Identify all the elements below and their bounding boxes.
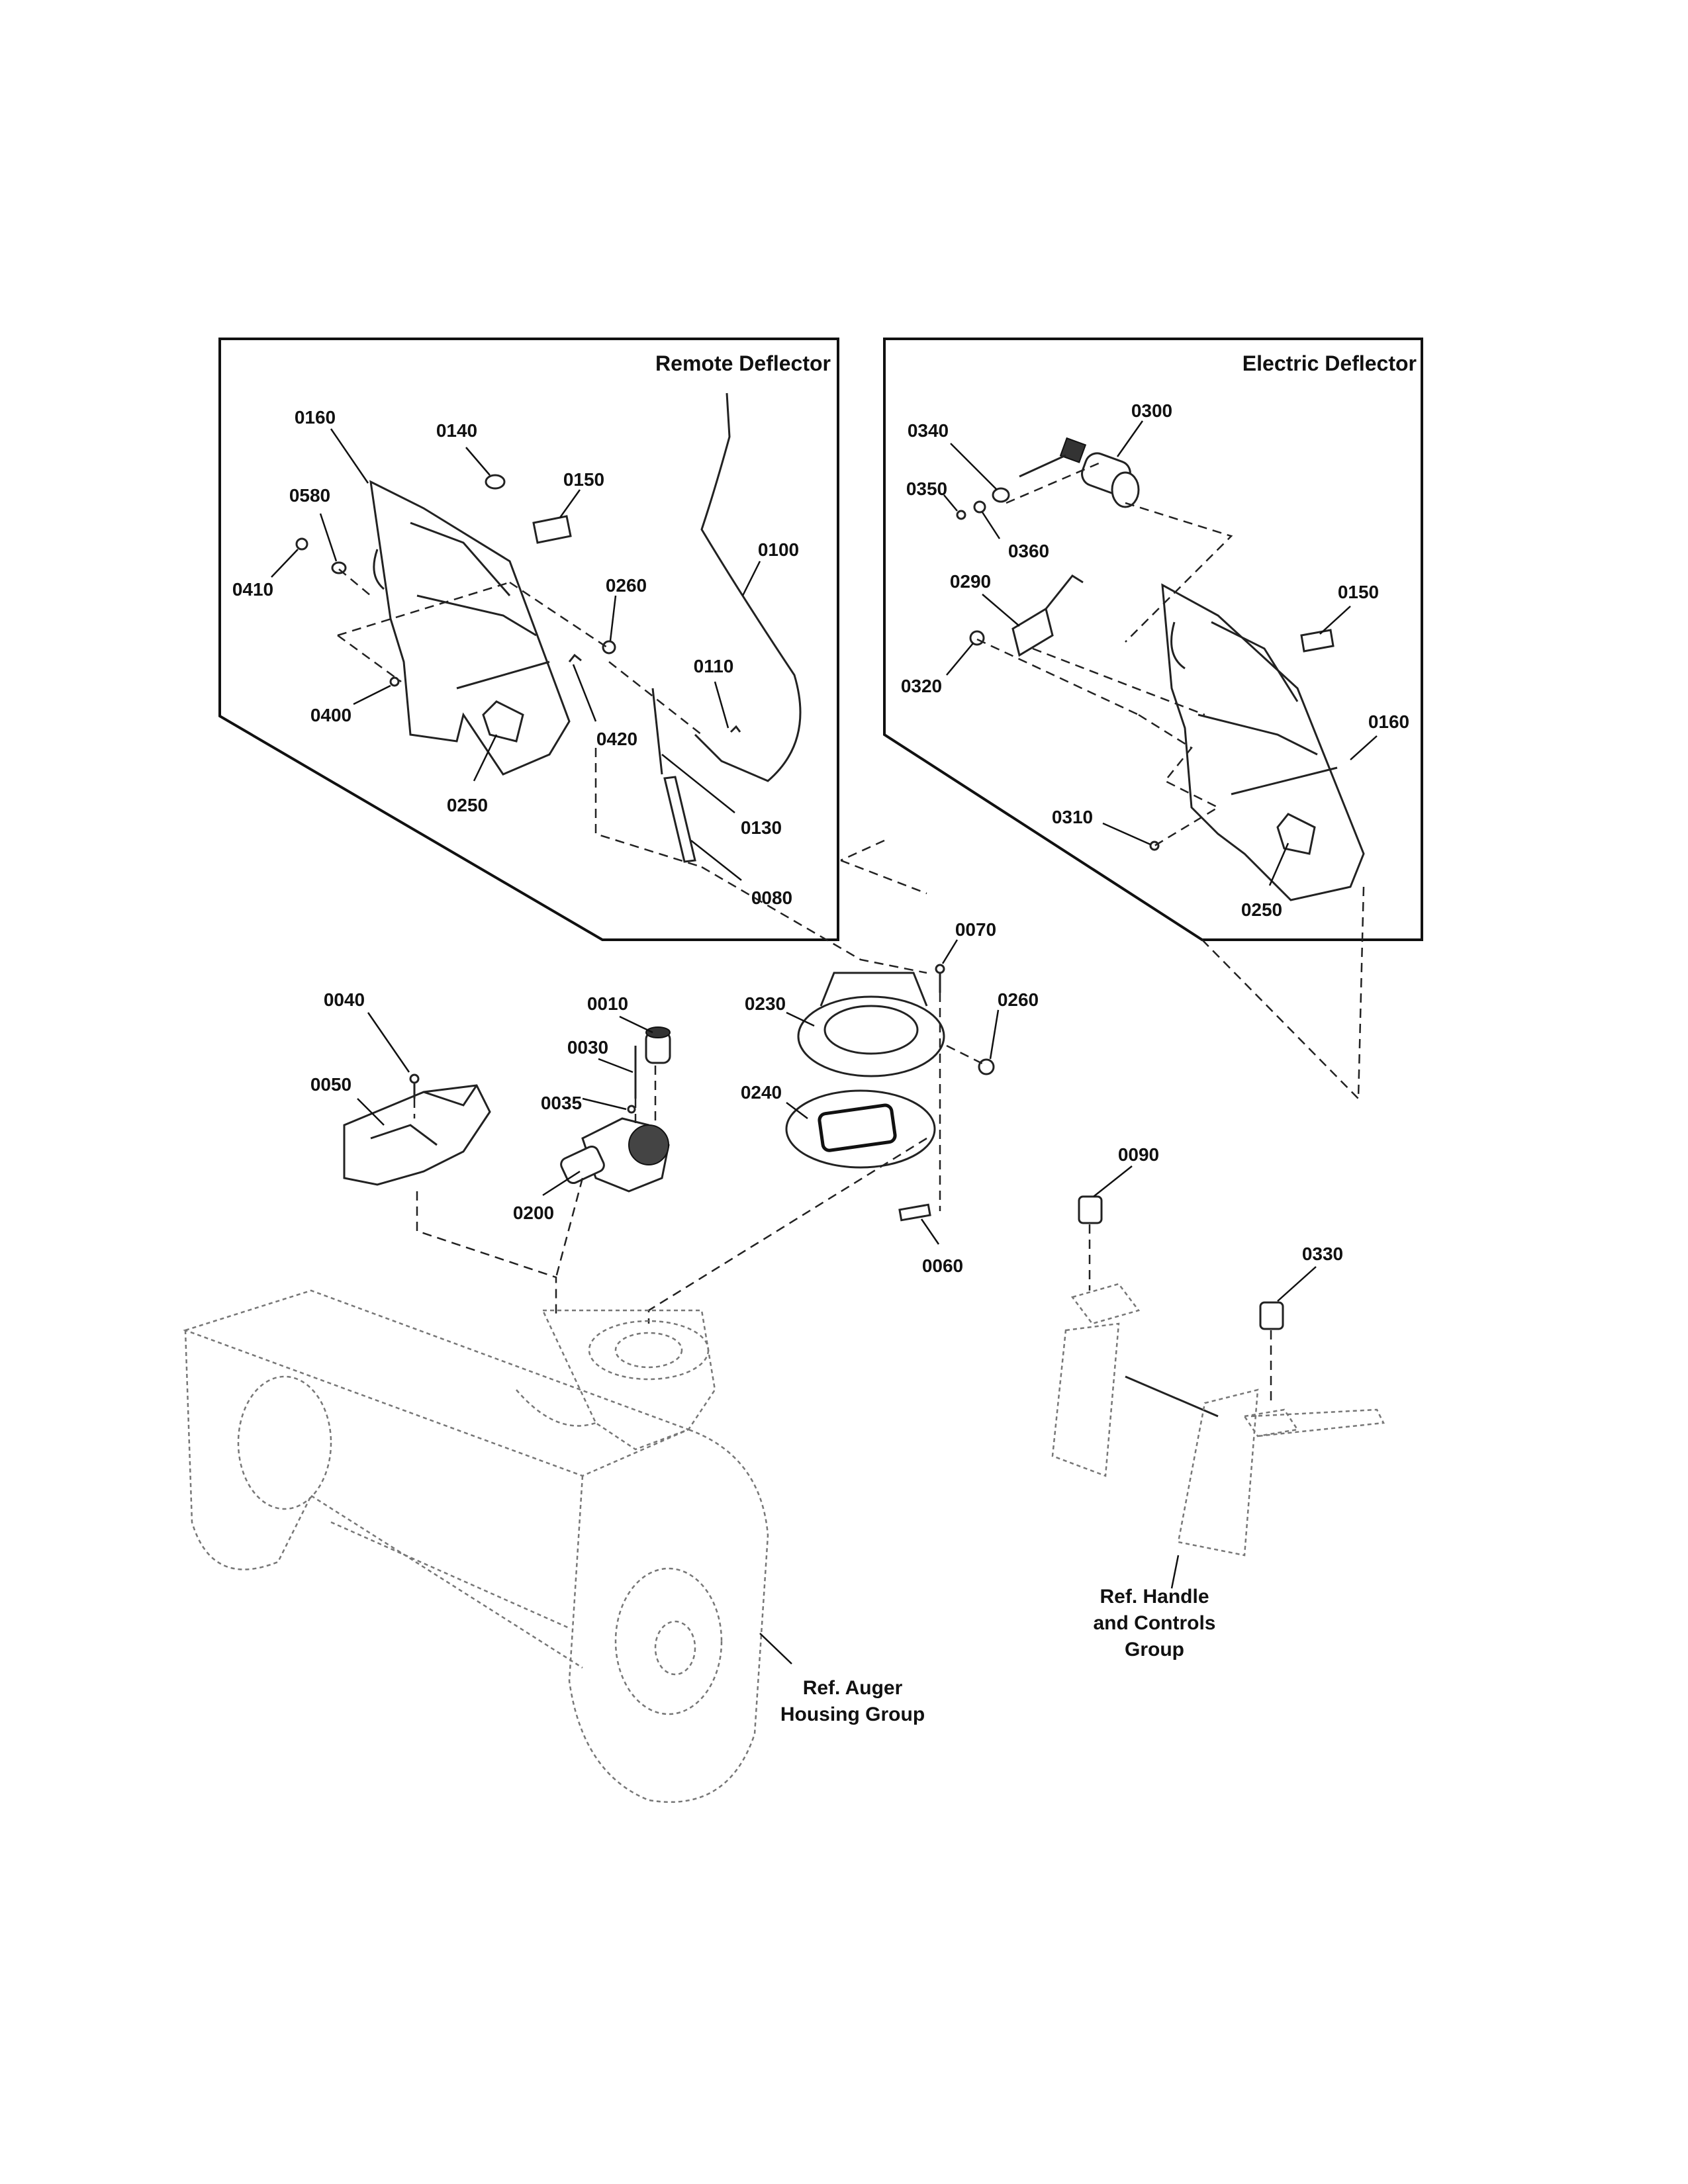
washer-0340 — [992, 487, 1010, 503]
label-0230: 0230 — [745, 993, 786, 1014]
label-0110: 0110 — [694, 656, 734, 676]
decal-0150-remote — [532, 515, 572, 544]
label-0350: 0350 — [906, 478, 947, 499]
label-0410: 0410 — [232, 579, 273, 600]
label-0580: 0580 — [289, 485, 330, 506]
label-0200: 0200 — [513, 1203, 554, 1223]
nut-0320 — [969, 630, 985, 646]
label-0340: 0340 — [908, 420, 949, 441]
electric-deflector-title: Electric Deflector — [1243, 351, 1417, 375]
label-0080: 0080 — [751, 887, 792, 908]
bolt-0400 — [389, 676, 400, 687]
knob-0090 — [1078, 1195, 1103, 1224]
remote-deflector-panel: Remote Deflector — [218, 338, 839, 941]
tube-0080 — [663, 776, 696, 863]
bracket-0290 — [1011, 607, 1054, 657]
label-0240: 0240 — [741, 1082, 782, 1103]
washer-0580 — [331, 561, 347, 574]
ref-handle-line-2: and Controls — [1094, 1612, 1216, 1634]
chute-base-assembly: 0070 0040 0010 0230 0260 0030 0050 0035 … — [310, 919, 1039, 1324]
cable-0100 — [694, 392, 802, 782]
label-0250-electric: 0250 — [1241, 899, 1282, 920]
label-0400: 0400 — [310, 705, 352, 725]
label-0310: 0310 — [1052, 807, 1093, 827]
label-0260-remote: 0260 — [606, 575, 647, 596]
label-0360: 0360 — [1008, 541, 1049, 561]
gear-housing-0200 — [560, 1117, 670, 1193]
label-0050: 0050 — [310, 1074, 352, 1095]
label-0035: 0035 — [541, 1093, 582, 1113]
nut-0260-main — [978, 1058, 995, 1075]
label-0300: 0300 — [1131, 400, 1172, 421]
ref-handle-line-3: Group — [1125, 1639, 1184, 1661]
ref-auger-line-1: Ref. Auger — [803, 1677, 903, 1699]
label-0260-main: 0260 — [998, 989, 1039, 1010]
label-0160-electric: 0160 — [1368, 711, 1409, 732]
label-0060: 0060 — [922, 1255, 963, 1276]
electric-deflector-chute — [1161, 583, 1365, 901]
screw-0310 — [1149, 841, 1160, 851]
label-0250-remote: 0250 — [447, 795, 488, 815]
label-0160-remote: 0160 — [295, 407, 336, 428]
deflector-motor-0300 — [1019, 437, 1140, 508]
nut-0260-remote — [602, 640, 616, 655]
ref-handle-line-1: Ref. Handle — [1100, 1586, 1209, 1608]
spring-0035 — [627, 1105, 636, 1114]
clip-0420 — [568, 653, 582, 662]
knob-0330 — [1259, 1301, 1284, 1330]
spring-clip-0140 — [485, 474, 506, 490]
label-0030: 0030 — [567, 1037, 608, 1058]
label-0010: 0010 — [587, 993, 628, 1014]
remote-deflector-title: Remote Deflector — [655, 351, 831, 375]
ref-auger-line-2: Housing Group — [780, 1704, 925, 1725]
decal-0150-electric — [1300, 629, 1335, 653]
clip-0060 — [898, 1203, 931, 1222]
label-0330: 0330 — [1302, 1244, 1343, 1264]
nut-0350 — [956, 510, 966, 520]
label-0140: 0140 — [436, 420, 477, 441]
chute-cover-0050 — [343, 1084, 491, 1186]
label-0040: 0040 — [324, 989, 365, 1010]
label-0290: 0290 — [950, 571, 991, 592]
handle-controls-reference: 0090 0330 Ref. Handle and Controls Group — [1051, 1144, 1385, 1661]
label-0070: 0070 — [955, 919, 996, 940]
label-0320: 0320 — [901, 676, 942, 696]
electric-deflector-panel: Electric Deflector — [883, 338, 1423, 1099]
label-0100: 0100 — [758, 539, 799, 560]
auger-housing-reference: Ref. Auger Housing Group — [183, 1289, 925, 1803]
label-0420: 0420 — [596, 729, 637, 749]
label-0090: 0090 — [1118, 1144, 1159, 1165]
label-0150-electric: 0150 — [1338, 582, 1379, 602]
label-0130: 0130 — [741, 817, 782, 838]
nut-0410 — [295, 537, 308, 551]
label-0150-remote: 0150 — [563, 469, 604, 490]
rod-0130 — [651, 688, 663, 775]
washer-0360 — [973, 500, 986, 514]
clip-0110 — [729, 725, 741, 733]
